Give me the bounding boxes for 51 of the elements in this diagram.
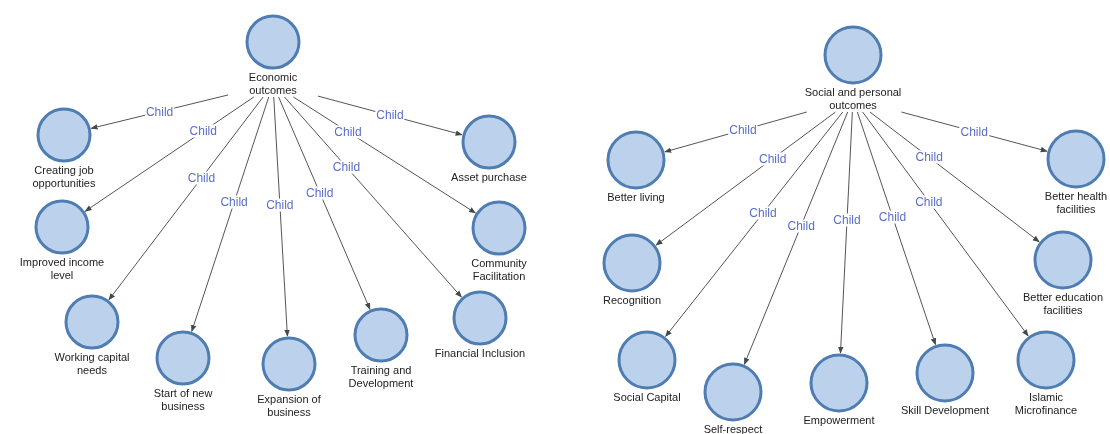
node-label: Improved income level bbox=[18, 256, 106, 282]
node-label: Expansion of business bbox=[256, 393, 322, 419]
edge-label: Child bbox=[144, 105, 175, 119]
node-label: Islamic Microfinance bbox=[1013, 391, 1079, 417]
edge-label: Child bbox=[265, 198, 295, 212]
arrow bbox=[655, 111, 836, 246]
edge-label: Child bbox=[914, 150, 944, 164]
edge-label: Child bbox=[786, 219, 816, 232]
node-label: Working capital needs bbox=[53, 351, 131, 377]
node-label: Better health facilities bbox=[1043, 190, 1109, 216]
node-label: Empowerment bbox=[803, 414, 875, 427]
arrow bbox=[665, 111, 844, 337]
node-label: Skill Development bbox=[900, 404, 989, 417]
arrow bbox=[743, 111, 849, 365]
node-label: Training and Development bbox=[347, 364, 415, 390]
edge-label: Child bbox=[333, 125, 363, 139]
arrow bbox=[838, 111, 853, 354]
edge-label: Child bbox=[748, 206, 778, 220]
node-label: Creating job opportunities bbox=[31, 164, 97, 190]
node-label: Better education facilities bbox=[1021, 291, 1105, 317]
node-label: Social and personal outcomes bbox=[803, 86, 903, 112]
edge-label: Child bbox=[877, 210, 908, 224]
arrow bbox=[191, 96, 270, 333]
edge-label: Child bbox=[914, 195, 944, 209]
arrow bbox=[84, 96, 255, 212]
node-label: Asset purchase bbox=[451, 171, 527, 184]
node-label: Social Capital bbox=[613, 391, 681, 404]
arrow bbox=[278, 96, 371, 310]
node-label: Economic outcomes bbox=[247, 71, 299, 97]
node-label: Recognition bbox=[602, 294, 662, 307]
arrow bbox=[292, 96, 476, 214]
arrow bbox=[273, 96, 290, 337]
arrow bbox=[108, 96, 264, 301]
arrow bbox=[284, 96, 462, 298]
edge-label: Child bbox=[959, 125, 989, 139]
edge-label: Child bbox=[758, 152, 788, 166]
arrow bbox=[869, 111, 1040, 243]
node-label: Start of new business bbox=[152, 387, 214, 413]
edge-label: Child bbox=[728, 123, 758, 137]
edge-label: Child bbox=[832, 213, 862, 227]
edge-label: Child bbox=[186, 171, 217, 185]
edge-label: Child bbox=[305, 186, 335, 199]
edge-label: Child bbox=[188, 124, 218, 138]
edge-label: Child bbox=[375, 108, 405, 122]
node-label: Financial Inclusion bbox=[434, 347, 526, 360]
edge-label: Child bbox=[219, 195, 249, 209]
node-label: Better living bbox=[607, 191, 665, 204]
arrow bbox=[856, 111, 937, 346]
arrow bbox=[862, 111, 1029, 337]
edge-label: Child bbox=[331, 160, 362, 174]
node-label: Community Facilitation bbox=[470, 257, 528, 283]
